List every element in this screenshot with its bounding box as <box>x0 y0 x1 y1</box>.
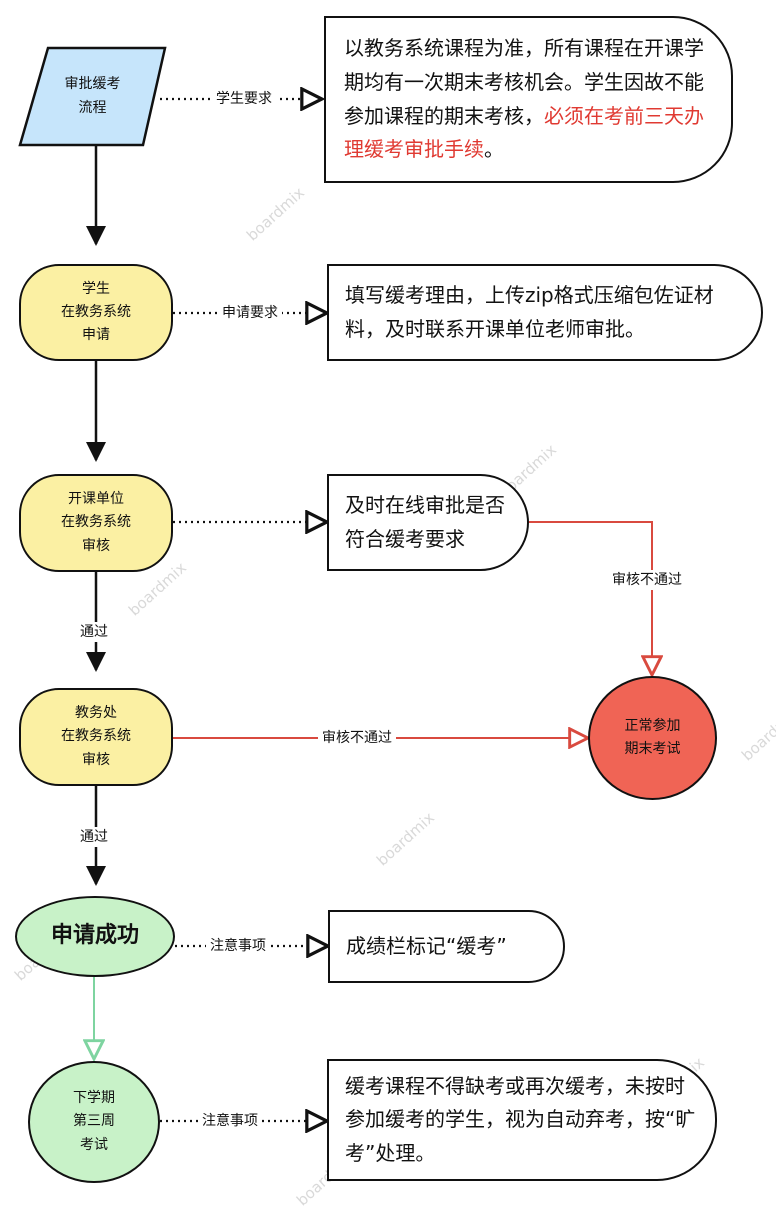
label-pass-2: 通过 <box>76 827 112 847</box>
dept-review-node[interactable]: 开课单位 在教务系统 审核 <box>19 474 173 572</box>
note-apply-requirement: 填写缓考理由，上传zip格式压缩包佐证材料，及时联系开课单位老师审批。 <box>327 264 763 361</box>
note-grade-mark: 成绩栏标记“缓考” <box>328 910 565 983</box>
label-reject-office: 审核不通过 <box>318 728 396 748</box>
start-node-label: 审批缓考 流程 <box>64 75 121 116</box>
note-deferred-exam-rule: 缓考课程不得缺考或再次缓考，未按时参加缓考的学生，视为自动弃考，按“旷考”处理。 <box>327 1059 717 1181</box>
office-review-node[interactable]: 教务处 在教务系统 审核 <box>19 688 173 786</box>
label-notice-2: 注意事项 <box>198 1111 262 1131</box>
start-shape[interactable] <box>18 46 167 147</box>
student-apply-node[interactable]: 学生 在教务系统 申请 <box>19 264 173 361</box>
reject-line-dept <box>529 521 652 675</box>
label-notice-1: 注意事项 <box>206 936 270 956</box>
note-review-requirement: 及时在线审批是否符合缓考要求 <box>327 474 529 571</box>
next-exam-node[interactable]: 下学期 第三周 考试 <box>28 1061 160 1183</box>
note-exam-rule: 以教务系统课程为准，所有课程在开课学期均有一次期末考核机会。学生因故不能参加课程… <box>324 16 733 183</box>
label-apply-requirement: 申请要求 <box>218 303 282 323</box>
label-student-requirement: 学生要求 <box>212 89 276 109</box>
success-node[interactable]: 申请成功 <box>15 896 175 977</box>
note-deadline-highlight: 必须在考前三天办理缓考审批手续 <box>344 103 704 162</box>
label-pass-1: 通过 <box>76 622 112 642</box>
label-reject-dept: 审核不通过 <box>608 570 686 590</box>
note-exam-rule-text: 以教务系统课程为准，所有课程在开课学期均有一次期末考核机会。学生因故不能参加课程… <box>344 36 704 162</box>
normal-exam-node[interactable]: 正常参加 期末考试 <box>588 676 717 800</box>
